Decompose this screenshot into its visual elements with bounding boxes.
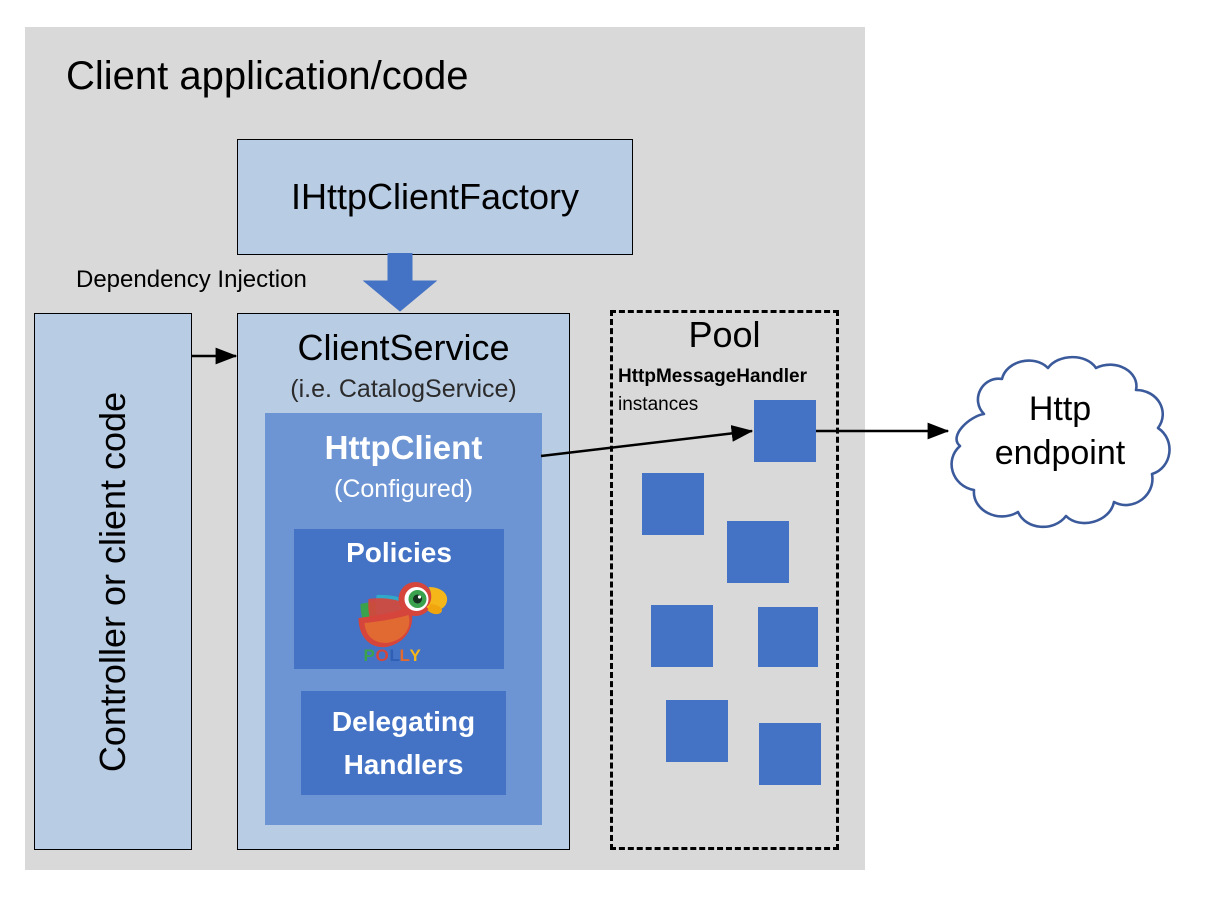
- handler-instance-4[interactable]: [651, 605, 713, 667]
- cloud-shape: [950, 355, 1171, 529]
- svg-text:L: L: [390, 646, 400, 665]
- policies-box[interactable]: Policies P: [294, 529, 504, 669]
- svg-text:L: L: [400, 646, 410, 665]
- clientservice-subtitle: (i.e. CatalogService): [290, 375, 517, 403]
- svg-text:O: O: [376, 646, 389, 665]
- policies-title: Policies: [346, 537, 452, 568]
- clientservice-title: ClientService: [297, 327, 510, 368]
- page-title: Client application/code: [66, 54, 469, 98]
- handler-instance-7[interactable]: [759, 723, 821, 785]
- delegating-handlers-line-2: Handlers: [343, 749, 464, 780]
- svg-text:P: P: [364, 646, 375, 665]
- svg-text:Y: Y: [410, 646, 422, 665]
- pool-subtitle-httpmessagehandler: HttpMessageHandler: [618, 366, 807, 387]
- polly-parrot-logo: P O L L Y: [347, 577, 452, 670]
- ihttpclientfactory-label: IHttpClientFactory: [290, 176, 580, 217]
- controller-or-client-code-box[interactable]: Controller or client code: [34, 313, 192, 850]
- delegating-handlers-box[interactable]: Delegating Handlers: [301, 691, 506, 795]
- handler-instance-2[interactable]: [642, 473, 704, 535]
- handler-instance-5[interactable]: [758, 607, 818, 667]
- ihttpclientfactory-box[interactable]: IHttpClientFactory: [237, 139, 633, 255]
- httpclient-subtitle: (Configured): [334, 475, 473, 503]
- pool-title: Pool: [688, 314, 761, 355]
- pool-subtitle-instances: instances: [618, 394, 699, 415]
- http-endpoint-cloud[interactable]: Http endpoint: [930, 352, 1190, 537]
- http-endpoint-line-1: Http: [1028, 390, 1092, 428]
- http-endpoint-line-2: endpoint: [994, 433, 1126, 472]
- dependency-injection-caption: Dependency Injection: [76, 266, 307, 293]
- pool-box: [610, 310, 839, 850]
- handler-instance-6[interactable]: [666, 700, 728, 762]
- http-endpoint-label: Http endpoint: [930, 388, 1190, 475]
- httpclient-title: HttpClient: [324, 429, 483, 466]
- controller-or-client-code-label: Controller or client code: [92, 391, 133, 772]
- down-block-arrow-icon: [362, 252, 438, 313]
- delegating-handlers-line-1: Delegating: [331, 705, 476, 737]
- handler-instance-1[interactable]: [754, 400, 816, 462]
- handler-instance-3[interactable]: [727, 521, 789, 583]
